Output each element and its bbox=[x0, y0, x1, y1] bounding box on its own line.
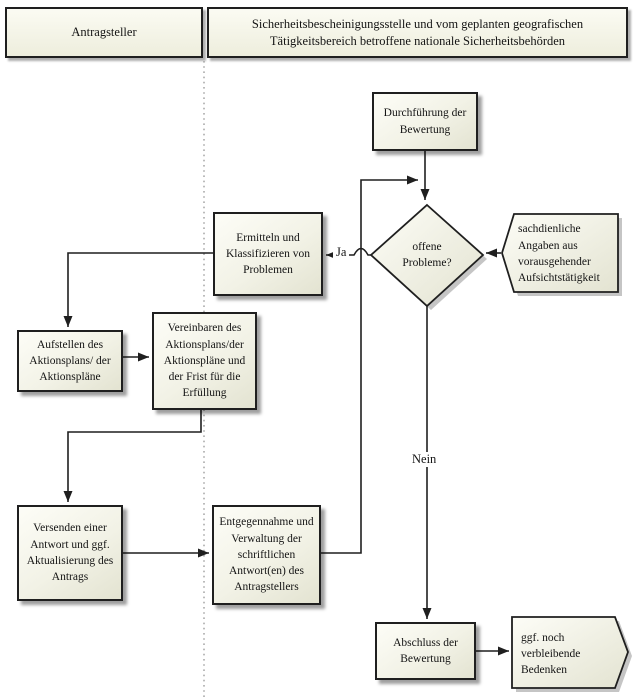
node-abschluss-der-bewertung: Abschluss der Bewertung bbox=[375, 622, 476, 680]
edge-label-text: Ja bbox=[336, 245, 347, 259]
node-sachdienliche-angaben-shape bbox=[501, 213, 619, 293]
lane-title: Antragsteller bbox=[71, 25, 137, 40]
lane-title: Sicherheitsbescheinigungsstelle und vom … bbox=[251, 16, 584, 48]
node-label: Ermitteln und Klassifizieren von Problem… bbox=[226, 231, 310, 277]
node-durchfuehrung-der-bewertung: Durchführung der Bewertung bbox=[372, 92, 478, 151]
node-label: Abschluss der Bewertung bbox=[393, 636, 458, 665]
decision-shadow bbox=[375, 209, 487, 310]
node-offene-probleme-decision bbox=[369, 203, 485, 308]
lane-header-sicherheitsbescheinigungsstelle: Sicherheitsbescheinigungsstelle und vom … bbox=[207, 7, 628, 58]
edge-label-ja: Ja bbox=[333, 245, 350, 260]
node-entgegennahme-und-verwaltung: Entgegennahme und Verwaltung der schrift… bbox=[212, 505, 321, 605]
pointer-text: ggf. noch verbleibende Bedenken bbox=[521, 631, 581, 677]
edge-entgegennahme-feedback-to-decision bbox=[321, 175, 418, 554]
node-aufstellen-des-aktionsplans: Aufstellen des Aktionsplans/ der Aktions… bbox=[17, 330, 123, 392]
node-offene-probleme-label: offene Probleme? bbox=[394, 230, 460, 280]
edge-vereinbaren-to-versenden bbox=[63, 410, 202, 502]
node-label: Durchführung der Bewertung bbox=[383, 107, 467, 136]
node-ggf-bedenken-shape bbox=[511, 616, 629, 689]
bedenken-shadow bbox=[516, 621, 632, 692]
lane-header-antragsteller: Antragsteller bbox=[5, 7, 203, 58]
node-ermitteln-und-klassifizieren: Ermitteln und Klassifizieren von Problem… bbox=[213, 212, 323, 296]
node-label: Versenden einer Antwort und ggf. Aktuali… bbox=[26, 522, 114, 584]
decision-text: offene Probleme? bbox=[402, 240, 452, 269]
node-sachdienliche-angaben-label: sachdienliche Angaben aus vorausgehender… bbox=[518, 216, 618, 292]
node-label: Aufstellen des Aktionsplans/ der Aktions… bbox=[29, 338, 111, 384]
node-vereinbaren-des-aktionsplans: Vereinbaren des Aktionsplans/der Aktions… bbox=[152, 312, 257, 410]
pointer-text: sachdienliche Angaben aus vorausgehender… bbox=[518, 223, 600, 285]
node-versenden-einer-antwort: Versenden einer Antwort und ggf. Aktuali… bbox=[17, 505, 123, 601]
edge-label-text: Nein bbox=[412, 452, 437, 466]
node-label: Vereinbaren des Aktionsplans/der Aktions… bbox=[163, 322, 246, 400]
edge-label-nein: Nein bbox=[409, 452, 440, 467]
node-label: Entgegennahme und Verwaltung der schrift… bbox=[219, 516, 314, 594]
sachdienliche-shadow bbox=[506, 218, 622, 296]
node-ggf-bedenken-label: ggf. noch verbleibende Bedenken bbox=[521, 620, 617, 688]
